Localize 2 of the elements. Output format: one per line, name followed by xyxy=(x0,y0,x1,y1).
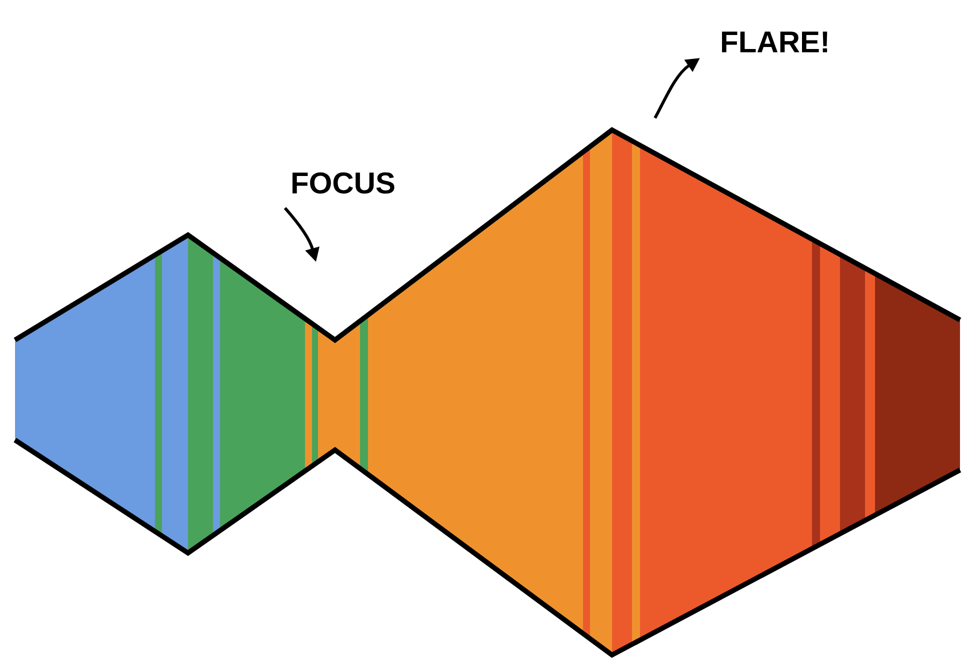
annotation-label: FOCUS xyxy=(292,172,394,194)
annotation-label: FLARE! xyxy=(722,32,828,52)
